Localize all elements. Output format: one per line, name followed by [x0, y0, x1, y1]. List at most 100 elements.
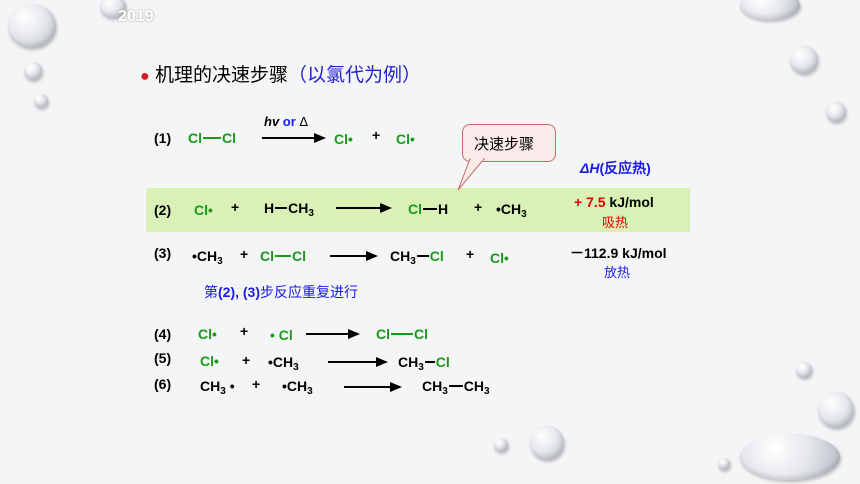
step-5-reactant: Cl• [200, 353, 219, 369]
step-3-product: Cl• [490, 250, 509, 266]
step-1-condition: hv or Δ [264, 114, 308, 129]
bond [275, 255, 291, 257]
repeat-note: 第(2), (3)步反应重复进行 [204, 284, 358, 300]
step-5-methyl-radical: •CH3 [268, 354, 299, 373]
delta-h-label: ΔH(反应热) [580, 158, 651, 178]
step-5-number: (5) [154, 350, 172, 366]
water-drop [796, 362, 812, 378]
hydrogen-atom: H [438, 201, 449, 217]
bond [448, 385, 463, 387]
methyl-group: CH3 [288, 200, 314, 219]
water-drop [740, 434, 840, 480]
bond [391, 333, 413, 335]
step-4-product: Cl Cl [376, 326, 428, 342]
radical-dot: • [192, 248, 197, 264]
step-1-reactant: Cl Cl [188, 130, 236, 146]
bond [424, 361, 435, 363]
chlorine-atom: Cl [376, 326, 390, 342]
step-2-methane: H CH3 [264, 200, 314, 219]
step-1-product: Cl• [396, 131, 415, 147]
delta-h-paren: (反应热) [599, 160, 651, 176]
water-drop [790, 46, 818, 74]
watermark: 2019 [118, 8, 154, 25]
plus-sign: + [240, 246, 249, 262]
plus-sign: + [242, 352, 251, 368]
condition-hv: hv [264, 114, 280, 129]
step-6-arrow [344, 382, 402, 392]
step-3-number: (3) [154, 245, 172, 261]
water-drop [530, 426, 564, 460]
water-drop [818, 392, 854, 428]
hydrogen-atom: H [264, 200, 275, 216]
plus-sign: + [252, 376, 261, 392]
plus-sign: + [466, 246, 475, 262]
title-paren: （以氯代为例） [287, 65, 421, 86]
chlorine-atom: Cl [408, 201, 422, 217]
enthalpy-value: －112.9 [570, 245, 619, 261]
step-2-endothermic: 吸热 [602, 215, 629, 230]
chlorine-atom: Cl [292, 248, 306, 264]
condition-delta: Δ [299, 114, 309, 129]
chlorine-atom: Cl [222, 130, 236, 146]
plus-sign: + [372, 127, 381, 143]
step-4-reactant: • Cl [270, 327, 293, 343]
chlorine-atom: Cl [188, 130, 202, 146]
water-drop [24, 62, 42, 80]
step-3-enthalpy: －112.9 kJ/mol [570, 243, 667, 263]
step-2-reactant: Cl• [194, 202, 213, 218]
chlorine-atom: Cl [414, 326, 428, 342]
step-4-reactant: Cl• [198, 326, 217, 342]
plus-sign: + [474, 199, 483, 215]
rate-step-callout [462, 124, 556, 162]
title-main: 机理的决速步骤 [154, 65, 288, 86]
bond [275, 207, 288, 209]
step-2-methyl-radical: •CH3 [496, 201, 527, 220]
step-1-product: Cl• [334, 131, 353, 147]
step-3-methyl-radical: •CH3 [192, 248, 223, 267]
callout-pointer [457, 158, 486, 191]
water-drop [100, 0, 126, 18]
radical-dot: • [229, 378, 235, 394]
bond [423, 208, 437, 210]
step-3-chlorine: Cl Cl [260, 248, 306, 264]
bond [416, 255, 429, 257]
radical-dot: • [282, 378, 287, 394]
step-2-enthalpy: + 7.5 kJ/mol [574, 194, 654, 210]
step-4-number: (4) [154, 326, 172, 342]
step-3-exothermic: 放热 [604, 265, 631, 280]
chlorine-atom: Cl [260, 248, 274, 264]
water-drop [8, 4, 56, 48]
step-6-methyl-radical: CH3 • [200, 378, 235, 397]
title-bullet: ● [140, 68, 150, 85]
enthalpy-value: + 7.5 [574, 194, 606, 210]
water-drop [740, 0, 800, 20]
bond [203, 137, 221, 139]
water-drop [718, 458, 730, 470]
condition-or: or [282, 114, 296, 129]
step-6-methyl-radical: •CH3 [282, 378, 313, 397]
step-2-number: (2) [154, 202, 172, 218]
chlorine-atom: Cl [435, 354, 450, 370]
plus-sign: + [231, 199, 240, 215]
plus-sign: + [240, 323, 249, 339]
radical-dot: • [268, 354, 273, 370]
water-drop [34, 94, 48, 108]
highlight-band [146, 188, 690, 232]
step-6-number: (6) [154, 376, 172, 392]
radical-dot: • [496, 201, 501, 217]
water-drop [826, 102, 846, 122]
step-3-arrow [330, 251, 378, 261]
callout-text: 决速步骤 [474, 136, 535, 153]
step-2-arrow [336, 203, 392, 213]
step-1-arrow [262, 133, 326, 143]
slide-title: ● 机理的决速步骤（以氯代为例） [140, 60, 421, 87]
water-drop [494, 438, 508, 452]
chlorine-atom: Cl [429, 248, 444, 264]
enthalpy-unit: kJ/mol [622, 245, 667, 261]
step-4-arrow [306, 329, 360, 339]
step-1-number: (1) [154, 130, 172, 146]
step-2-hcl: Cl H [408, 201, 448, 217]
delta-h-symbol: ΔH [580, 160, 600, 176]
